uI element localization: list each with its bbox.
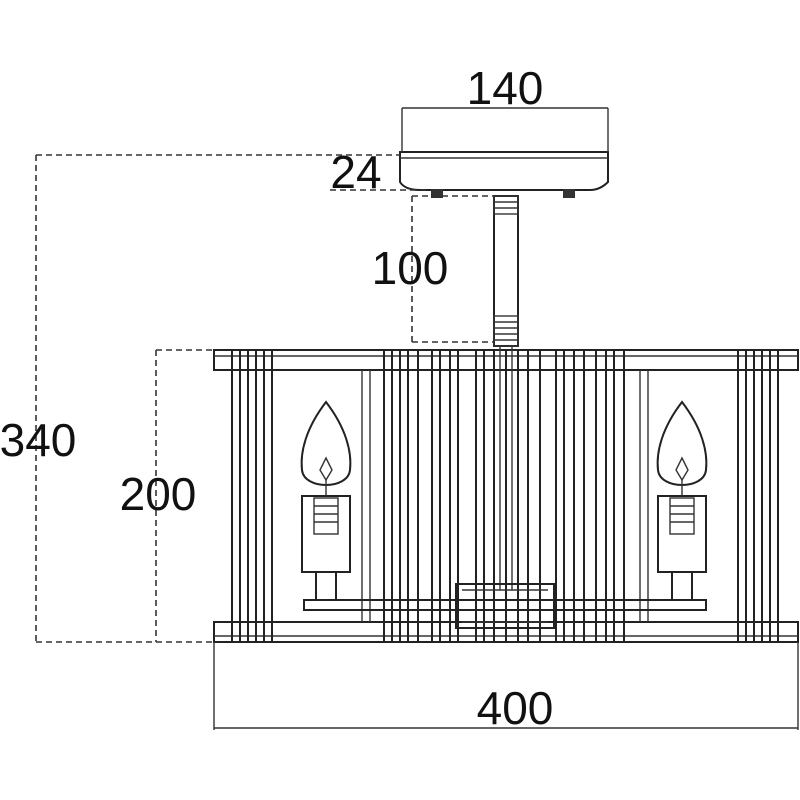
- canopy-height-dimension: 24: [36, 146, 430, 198]
- canopy-width-dimension: 140: [401, 62, 609, 152]
- ceiling-canopy: [399, 151, 609, 198]
- canopy-height-label: 24: [330, 146, 381, 198]
- rod-length-label: 100: [372, 242, 449, 294]
- candle-bulb-icon: [300, 400, 352, 601]
- shade-height-label: 200: [120, 468, 197, 520]
- suspension-rod: [493, 195, 519, 347]
- shade-height-dimension: 200: [120, 349, 214, 642]
- shade-width-label: 400: [477, 682, 554, 734]
- canopy-width-label: 140: [467, 62, 544, 114]
- rod-length-dimension: 100: [372, 195, 494, 343]
- shade-frame: [213, 346, 799, 643]
- shade-width-dimension: 400: [213, 642, 799, 734]
- overall-height-dimension: 340: [0, 155, 214, 643]
- overall-height-label: 340: [0, 414, 76, 466]
- candle-bulb-icon: [656, 400, 708, 601]
